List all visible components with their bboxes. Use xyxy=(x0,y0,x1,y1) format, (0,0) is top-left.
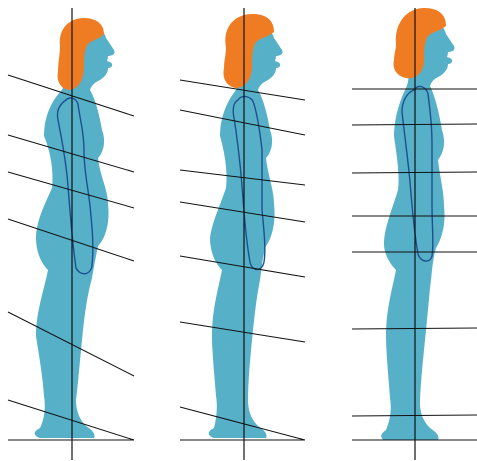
reference-line xyxy=(352,328,477,329)
reference-line xyxy=(352,172,477,173)
posture-figure-2 xyxy=(180,8,305,460)
posture-figure-1 xyxy=(8,8,134,460)
reference-line xyxy=(352,415,477,416)
woman-silhouette-icon xyxy=(35,18,115,438)
posture-figure-3 xyxy=(352,8,477,460)
woman-silhouette-icon xyxy=(209,14,283,438)
reference-line xyxy=(352,124,477,125)
woman-silhouette-icon xyxy=(381,8,454,440)
